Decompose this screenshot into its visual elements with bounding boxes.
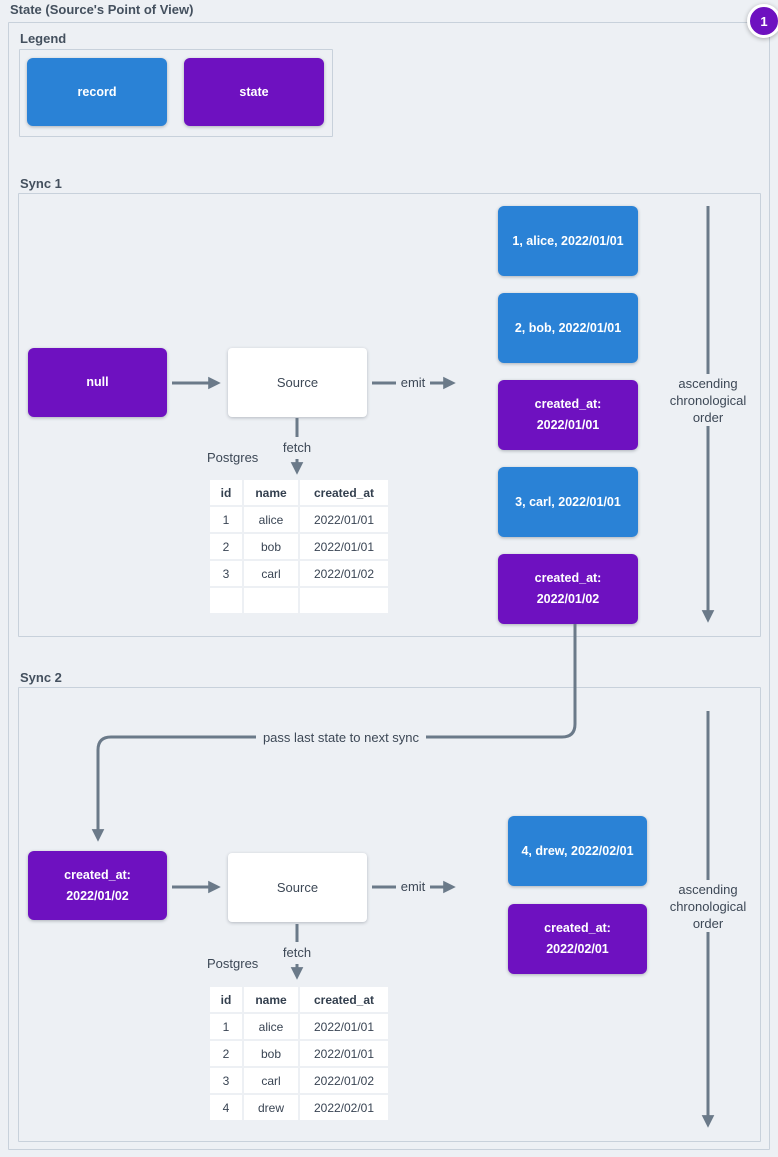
cell-created-at: 2022/01/02 <box>300 1068 388 1093</box>
table-row: 1 alice 2022/01/01 <box>210 1014 388 1039</box>
sync2-order-label: ascending chronological order <box>656 880 760 932</box>
cell-name: alice <box>244 1014 298 1039</box>
sync1-box <box>18 193 761 637</box>
table-row: 2 bob 2022/01/01 <box>210 534 388 559</box>
cell-id: 3 <box>210 561 242 586</box>
emitted-state: created_at: 2022/01/01 <box>498 380 638 450</box>
col-header-id: id <box>210 480 242 505</box>
table-row: 3 carl 2022/01/02 <box>210 1068 388 1093</box>
cell-id: 4 <box>210 1095 242 1120</box>
cell-id: 2 <box>210 534 242 559</box>
table-header-row: id name created_at <box>210 987 388 1012</box>
emitted-record: 3, carl, 2022/01/01 <box>498 467 638 537</box>
col-header-created-at: created_at <box>300 987 388 1012</box>
emitted-record: 2, bob, 2022/01/01 <box>498 293 638 363</box>
sync2-postgres-table: id name created_at 1 alice 2022/01/01 2 … <box>208 985 390 1122</box>
emitted-record: 1, alice, 2022/01/01 <box>498 206 638 276</box>
sync2-box <box>18 687 761 1142</box>
sync2-emit-label: emit <box>400 879 426 894</box>
table-row: 4 drew 2022/02/01 <box>210 1095 388 1120</box>
cell-id: 1 <box>210 507 242 532</box>
table-row-empty <box>210 588 388 613</box>
cell-id: 1 <box>210 1014 242 1039</box>
cell-id <box>210 588 242 613</box>
cell-created-at: 2022/01/01 <box>300 534 388 559</box>
emitted-state: created_at: 2022/02/01 <box>508 904 647 974</box>
legend-label: Legend <box>20 31 67 46</box>
pass-state-label: pass last state to next sync <box>256 729 426 746</box>
sync2-input-state-node: created_at: 2022/01/02 <box>28 851 167 920</box>
col-header-id: id <box>210 987 242 1012</box>
cell-name: drew <box>244 1095 298 1120</box>
cell-created-at: 2022/01/01 <box>300 507 388 532</box>
emitted-state: created_at: 2022/01/02 <box>498 554 638 624</box>
sync2-source-node: Source <box>228 853 367 922</box>
legend-box <box>19 49 333 137</box>
cell-id: 2 <box>210 1041 242 1066</box>
cell-created-at: 2022/01/01 <box>300 1041 388 1066</box>
cell-name: carl <box>244 1068 298 1093</box>
sync1-label: Sync 1 <box>20 176 62 191</box>
step-badge: 1 <box>747 4 778 38</box>
sync1-input-state-node: null <box>28 348 167 417</box>
legend-record-swatch: record <box>27 58 167 126</box>
page-title: State (Source's Point of View) <box>10 2 194 17</box>
cell-created-at: 2022/01/02 <box>300 561 388 586</box>
table-row: 3 carl 2022/01/02 <box>210 561 388 586</box>
col-header-name: name <box>244 987 298 1012</box>
outer-container <box>8 22 770 1150</box>
cell-name <box>244 588 298 613</box>
cell-created-at: 2022/01/01 <box>300 1014 388 1039</box>
sync1-postgres-table: id name created_at 1 alice 2022/01/01 2 … <box>208 478 390 615</box>
sync1-postgres-label: Postgres <box>207 450 259 465</box>
legend-state-swatch: state <box>184 58 324 126</box>
cell-name: alice <box>244 507 298 532</box>
cell-name: bob <box>244 534 298 559</box>
table-row: 2 bob 2022/01/01 <box>210 1041 388 1066</box>
table-row: 1 alice 2022/01/01 <box>210 507 388 532</box>
sync2-label: Sync 2 <box>20 670 62 685</box>
sync2-postgres-label: Postgres <box>207 956 259 971</box>
sync1-emit-label: emit <box>400 375 426 390</box>
emitted-record: 4, drew, 2022/02/01 <box>508 816 647 886</box>
cell-id: 3 <box>210 1068 242 1093</box>
col-header-name: name <box>244 480 298 505</box>
sync1-fetch-label: fetch <box>282 440 312 455</box>
sync1-source-node: Source <box>228 348 367 417</box>
col-header-created-at: created_at <box>300 480 388 505</box>
cell-created-at <box>300 588 388 613</box>
sync1-order-label: ascending chronological order <box>656 374 760 426</box>
cell-name: carl <box>244 561 298 586</box>
sync2-fetch-label: fetch <box>282 945 312 960</box>
cell-created-at: 2022/02/01 <box>300 1095 388 1120</box>
table-header-row: id name created_at <box>210 480 388 505</box>
cell-name: bob <box>244 1041 298 1066</box>
